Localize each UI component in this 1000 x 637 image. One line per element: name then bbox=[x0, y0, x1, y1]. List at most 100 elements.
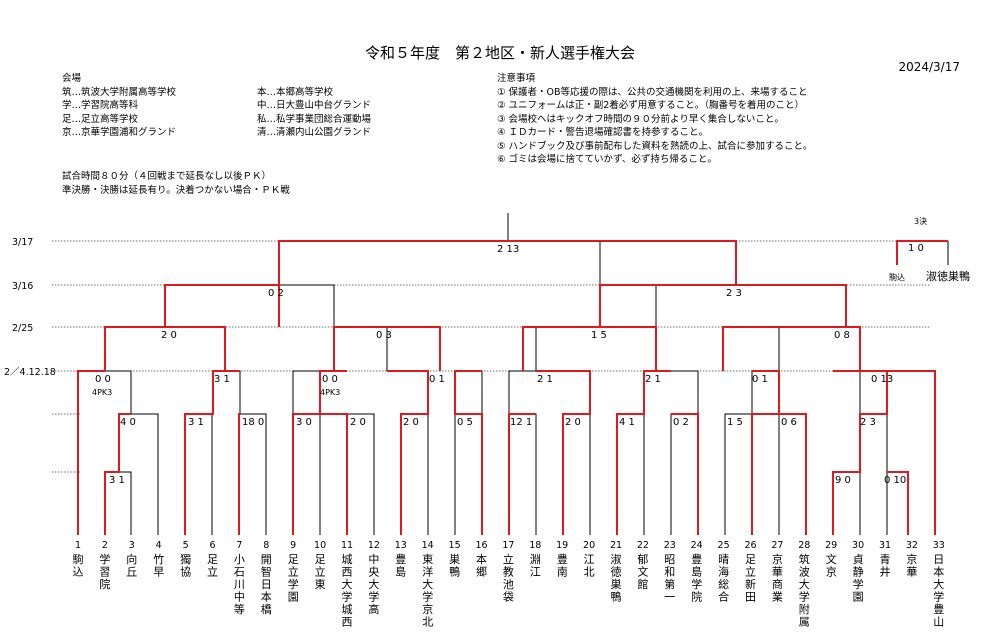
team-name-char: 高 bbox=[368, 602, 379, 616]
team-name-char: 足 bbox=[315, 553, 326, 566]
notes-heading: 注意事項 bbox=[497, 73, 536, 84]
note-item: ④ ＩＤカード・警告退場確認書を持参すること。 bbox=[497, 127, 709, 138]
team-name-char: 京 bbox=[826, 565, 837, 579]
team-number: 12 bbox=[368, 540, 380, 551]
page-title: 令和５年度 第２地区・新人選手権大会 bbox=[364, 44, 635, 62]
team-name-char: 鴨 bbox=[449, 565, 460, 579]
score-round1: 3 0 bbox=[296, 417, 312, 428]
team-name-char: 華 bbox=[906, 566, 917, 579]
score-semifinal: 0 2 bbox=[268, 288, 284, 299]
team-name-char: 南 bbox=[557, 566, 568, 579]
team-number: 26 bbox=[744, 540, 756, 551]
bracket-line bbox=[670, 413, 698, 535]
team-name-char: 波 bbox=[799, 566, 810, 579]
score-quarterfinal: 0 3 bbox=[376, 330, 392, 341]
score-round1: 18 0 bbox=[242, 417, 264, 428]
team-name-char: 学 bbox=[933, 590, 944, 604]
team-name-char: 学 bbox=[288, 577, 299, 591]
team-name-char: 開 bbox=[261, 553, 272, 566]
round-label: 3/17 bbox=[12, 237, 33, 248]
team-name-char: 大 bbox=[368, 577, 379, 591]
team-number: 6 bbox=[209, 540, 215, 551]
team-name-char: 淵 bbox=[530, 553, 541, 566]
match-time-rule: 試合時間８０分（４回戦まで延長なし以後ＰＫ） bbox=[62, 171, 272, 182]
team-name-char: 豊 bbox=[933, 603, 944, 616]
team-name-char: 館 bbox=[637, 577, 648, 591]
team-name-char: 西 bbox=[342, 616, 353, 629]
team-name-char: 足 bbox=[745, 553, 756, 566]
team-name-char: 豊 bbox=[395, 553, 406, 566]
venue-item: 学…学習院高等科 bbox=[62, 100, 139, 111]
team-name-char: 島 bbox=[691, 565, 702, 579]
team-name-char: 央 bbox=[368, 566, 379, 579]
bracket-line bbox=[723, 326, 780, 371]
bracket-line bbox=[833, 370, 861, 414]
venue-item: 私…私学事業団総合運動場 bbox=[257, 113, 372, 125]
team-number: 20 bbox=[583, 540, 595, 551]
team-name-char: 立 bbox=[207, 565, 218, 579]
team-name-char: 城 bbox=[342, 553, 353, 566]
score-round1: 0 5 bbox=[457, 417, 473, 428]
team-number: 18 bbox=[529, 540, 541, 551]
team-labels: 1駒込2学習院3向丘4竹早5獨協6足立7小石川中等8開智日本橋9足立学園10足立… bbox=[73, 540, 945, 629]
team-number: 33 bbox=[933, 540, 945, 551]
team-name-char: 江 bbox=[530, 566, 541, 579]
team-name-char: 洋 bbox=[422, 565, 433, 579]
team-name-char: 立 bbox=[503, 552, 514, 566]
bracket-line bbox=[455, 370, 483, 414]
team-name-char: 立 bbox=[745, 565, 756, 579]
team-number: 25 bbox=[718, 540, 730, 551]
team-name-char: 石 bbox=[234, 566, 245, 579]
team-number: 3 bbox=[129, 540, 135, 551]
score-round1: 1 5 bbox=[727, 417, 743, 428]
team-number: 8 bbox=[263, 540, 269, 551]
team-name-char: 江 bbox=[584, 553, 595, 566]
score-round1: 4 1 bbox=[619, 417, 635, 428]
team-number: 1 bbox=[75, 540, 81, 551]
round-label: 2／4.12.18 bbox=[4, 367, 56, 378]
team-name-char: 大 bbox=[933, 577, 944, 591]
team-name-char: 海 bbox=[718, 565, 729, 579]
venue-item: 足…足立高等学校 bbox=[62, 113, 139, 125]
bracket-line bbox=[724, 413, 752, 535]
score-round0: 0 10 bbox=[884, 475, 906, 486]
team-name-char: 橋 bbox=[261, 602, 272, 616]
winner-path bbox=[722, 326, 861, 371]
score-round0: 3 1 bbox=[109, 475, 125, 486]
team-name-char: 大 bbox=[799, 577, 810, 591]
winner-path bbox=[387, 370, 429, 535]
team-number: 23 bbox=[664, 540, 676, 551]
winner-path bbox=[238, 413, 240, 535]
bracket-line bbox=[778, 413, 806, 535]
team-name-char: 青 bbox=[880, 553, 891, 566]
team-name-char: 文 bbox=[637, 565, 648, 579]
score-round16: 0 1 bbox=[429, 374, 445, 385]
team-number: 30 bbox=[852, 540, 864, 551]
team-name-char: 京 bbox=[772, 552, 783, 566]
team-number: 9 bbox=[290, 540, 296, 551]
team-number: 5 bbox=[183, 540, 189, 551]
bracket-line bbox=[131, 413, 159, 535]
round-label: 2/25 bbox=[12, 323, 33, 334]
team-name-char: 園 bbox=[288, 591, 299, 604]
team-name-char: 田 bbox=[745, 591, 756, 604]
third-place-label: 3決 bbox=[914, 216, 927, 226]
team-name-char: 鴨 bbox=[611, 590, 622, 604]
team-name-char: 本 bbox=[476, 552, 487, 566]
team-name-char: 駒 bbox=[73, 553, 84, 566]
score-round16: 0 13 bbox=[871, 374, 893, 385]
team-number: 16 bbox=[475, 540, 487, 551]
team-name-char: 等 bbox=[234, 602, 245, 616]
team-name-char: 郁 bbox=[637, 552, 648, 566]
team-name-char: 日 bbox=[261, 578, 272, 591]
team-name-char: 院 bbox=[99, 577, 110, 591]
team-name-char: 京 bbox=[906, 552, 917, 566]
team-name-char: 徳 bbox=[611, 566, 622, 579]
winner-path bbox=[887, 370, 936, 535]
team-number: 29 bbox=[825, 540, 837, 551]
team-name-char: 足 bbox=[207, 553, 218, 566]
team-name-char: 中 bbox=[368, 553, 379, 566]
team-name-char: 商 bbox=[772, 577, 783, 591]
team-name-char: 文 bbox=[826, 552, 837, 566]
